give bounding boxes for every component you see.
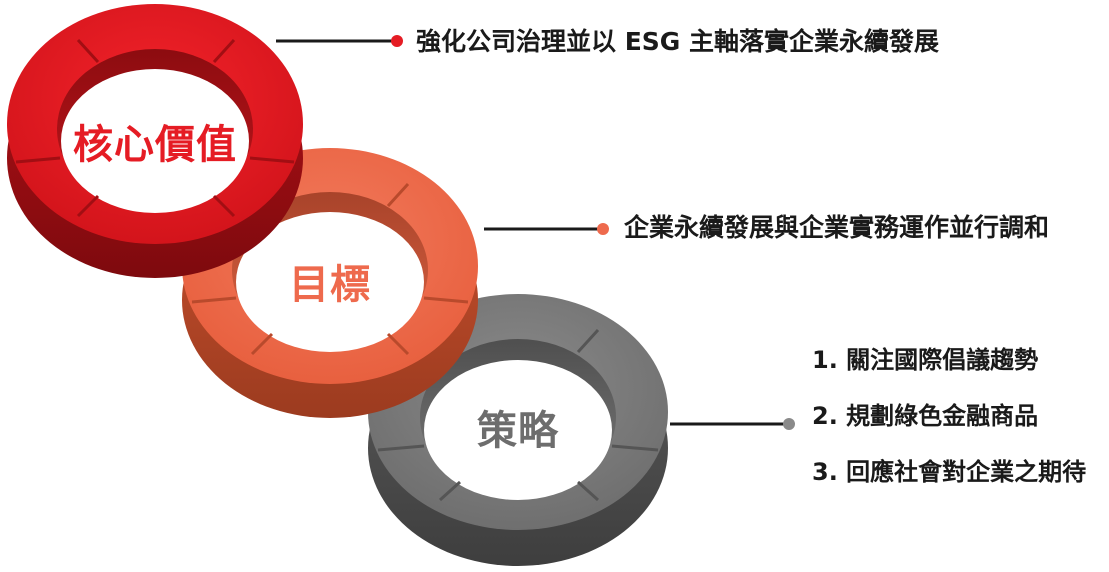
strategy-item: 1. 關注國際倡議趨勢 bbox=[812, 346, 1039, 374]
strategy-list: 1. 關注國際倡議趨勢 2. 規劃綠色金融商品 3. 回應社會對企業之期待 bbox=[812, 343, 1086, 511]
goal-description: 企業永續發展與企業實務運作並行調和 bbox=[624, 213, 1050, 242]
strategy-ring-label: 策略 bbox=[477, 408, 559, 454]
strategy-item: 2. 規劃綠色金融商品 bbox=[812, 402, 1039, 430]
core-value-ring-label: 核心價值 bbox=[73, 122, 237, 168]
connector-strategy bbox=[670, 418, 795, 430]
core-value-ring: 核心價值 bbox=[7, 4, 303, 278]
connector-core-value bbox=[276, 35, 403, 47]
strategy-item: 3. 回應社會對企業之期待 bbox=[812, 458, 1087, 486]
connector-goal bbox=[484, 223, 609, 235]
goal-ring-label: 目標 bbox=[289, 262, 371, 308]
core-value-description: 強化公司治理並以 ESG 主軸落實企業永續發展 bbox=[416, 27, 940, 56]
